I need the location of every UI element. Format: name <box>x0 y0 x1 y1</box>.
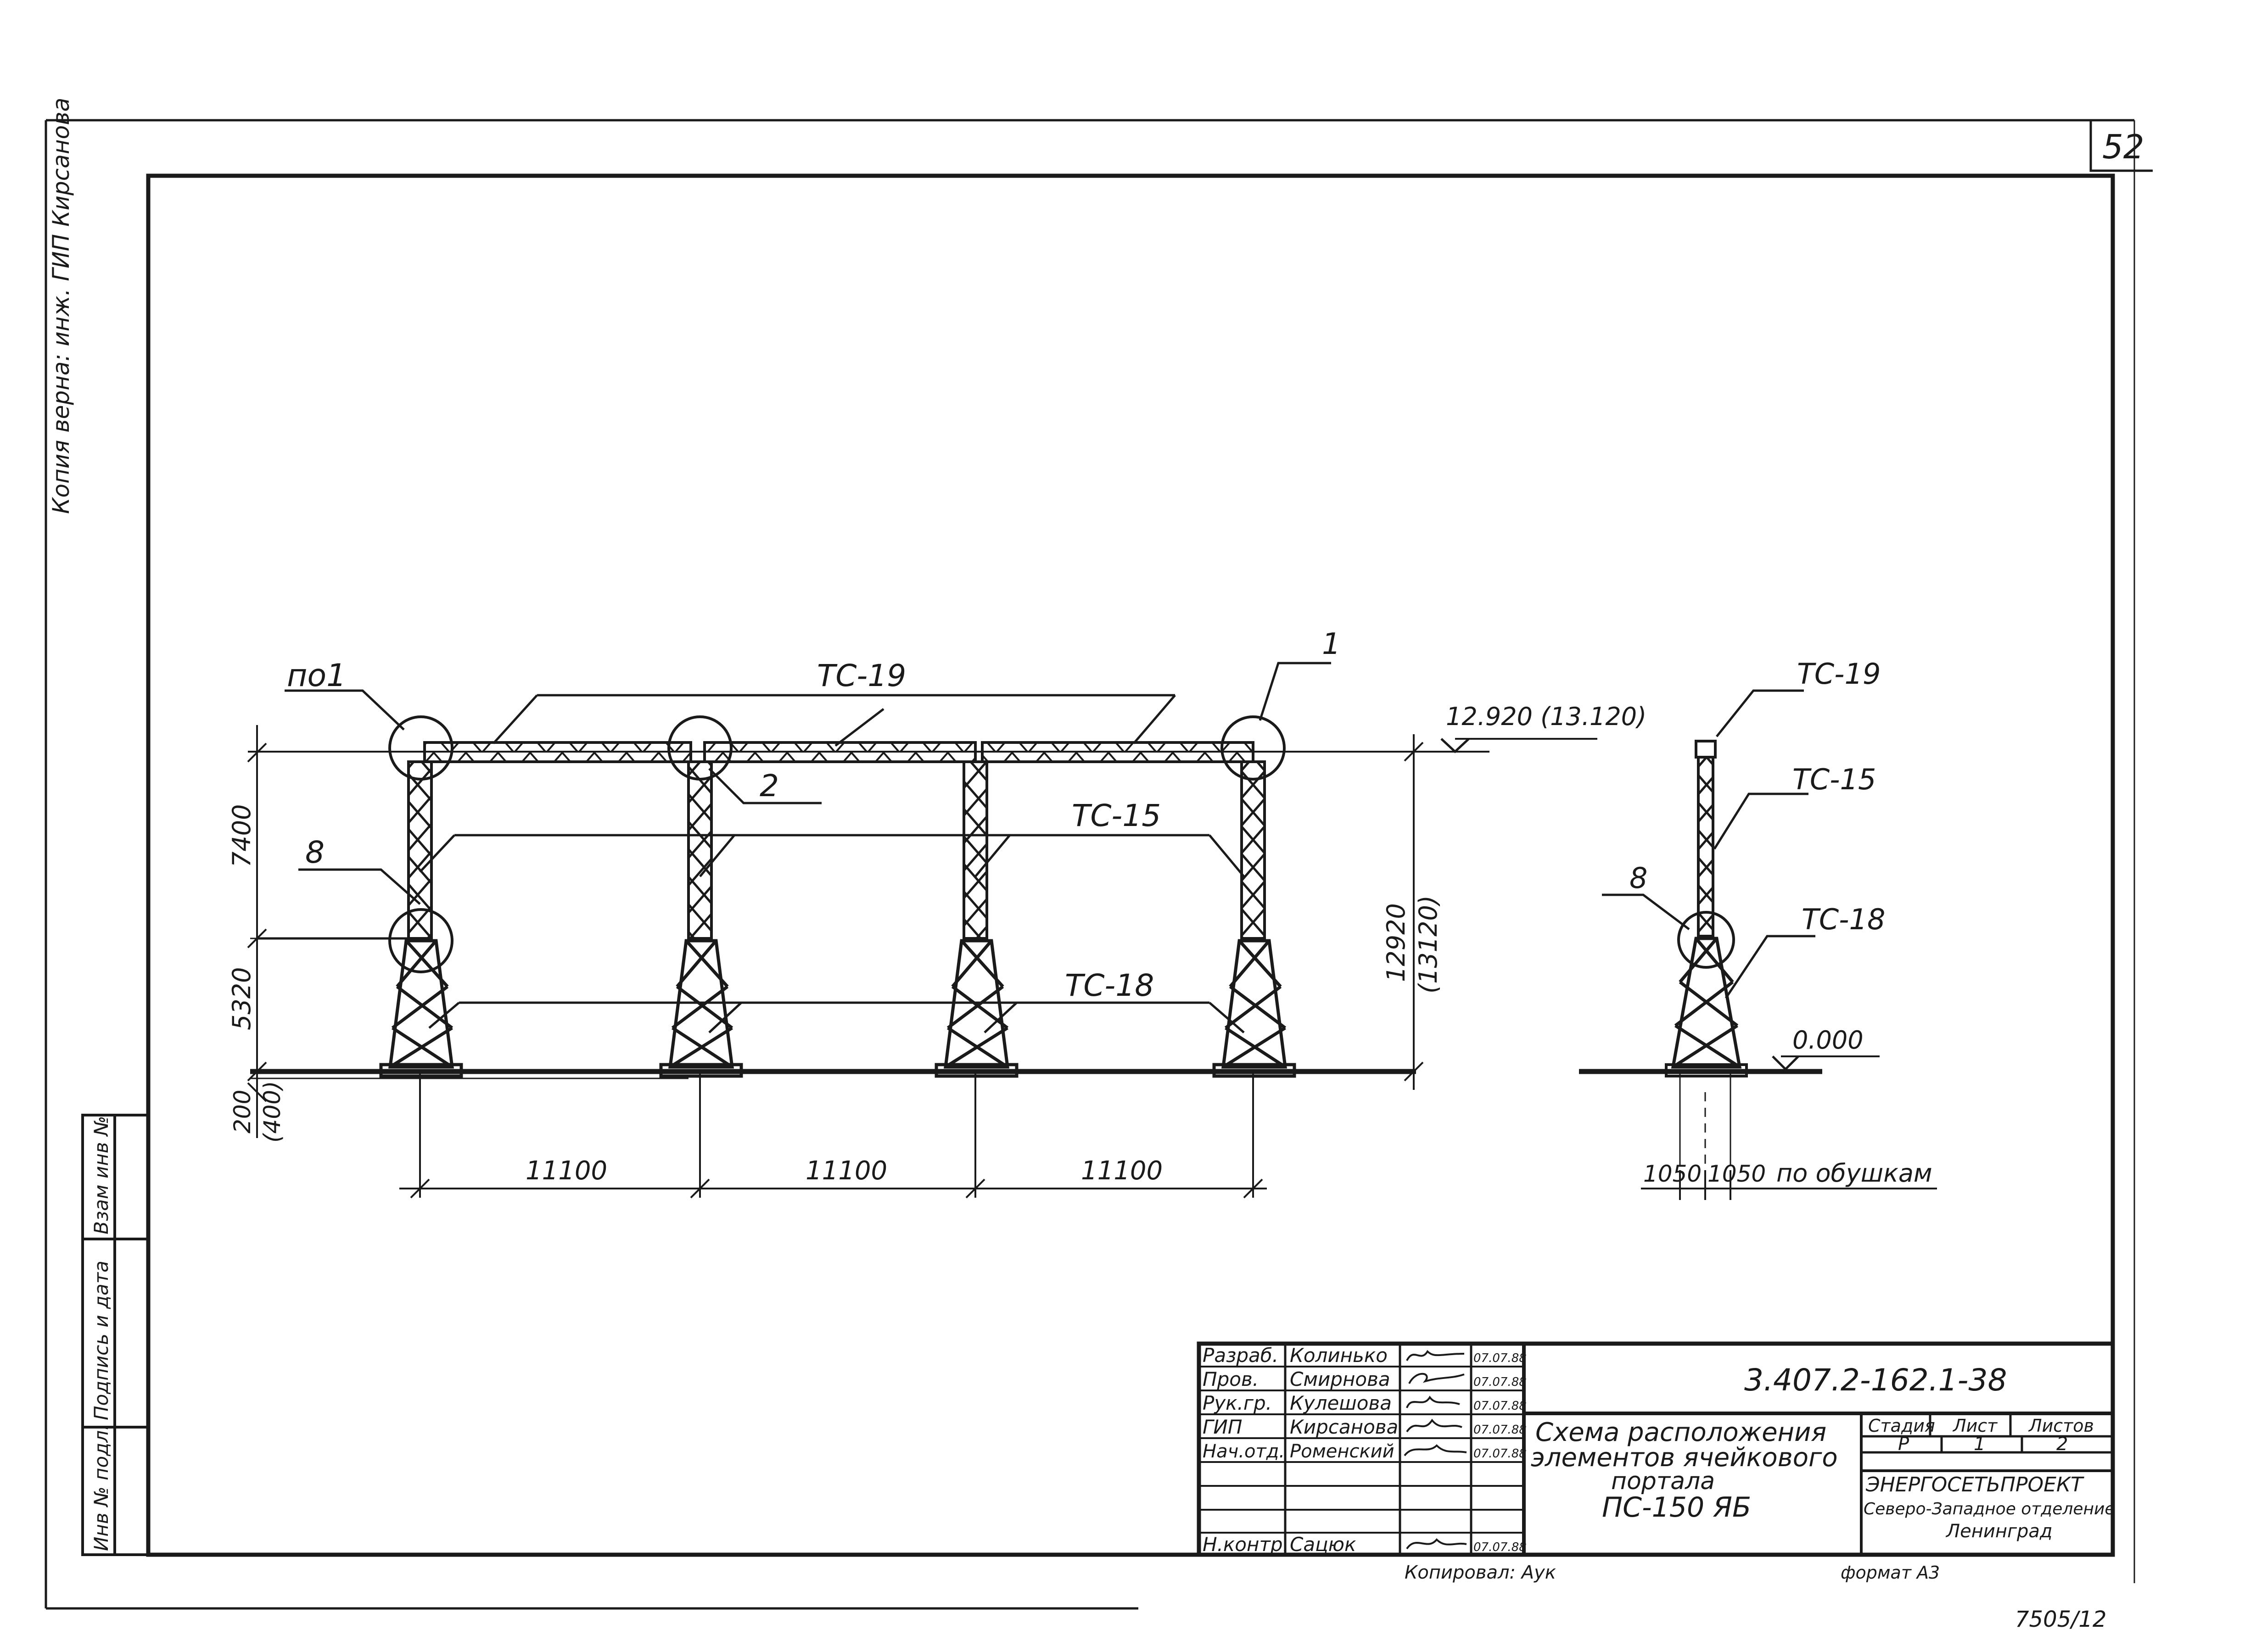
side-dim-right: 1050 <box>1707 1161 1766 1187</box>
label-beam: ТС-19 <box>817 658 906 693</box>
title-line-3: портала <box>1611 1468 1715 1495</box>
staff-role-6: Н.контр. <box>1203 1533 1289 1556</box>
dim-base-alt: (400) <box>259 1081 285 1143</box>
doc-code: 3.407.2-162.1-38 <box>1744 1362 2007 1398</box>
side-label-upper-column: ТС-15 <box>1792 763 1876 796</box>
replace-inv-label: Взам инв № <box>90 1116 112 1234</box>
staff-name-5: Роменский <box>1290 1441 1394 1462</box>
title-line-4: ПС-150 ЯБ <box>1602 1491 1751 1524</box>
title-line-2: элементов ячейкового <box>1531 1443 1838 1473</box>
label-lower-column: ТС-18 <box>1065 968 1154 1003</box>
sheets-header: Листов <box>2028 1416 2094 1436</box>
stage-header: Стадия <box>1868 1416 1935 1436</box>
side-label-node-8: 8 <box>1629 861 1647 895</box>
side-ground-elevation: 0.000 <box>1792 1026 1864 1055</box>
signatures <box>1404 1350 1467 1550</box>
title-line-1: Схема расположения <box>1535 1418 1826 1447</box>
staff-date-4: 07.07.88 <box>1473 1423 1527 1437</box>
side-view <box>1579 689 1937 1200</box>
dim-right <box>1404 734 1597 1090</box>
label-node-right: 1 <box>1322 627 1341 661</box>
stage-value: Р <box>1898 1434 1909 1455</box>
archive-number: 7505/12 <box>2015 1607 2106 1632</box>
staff-table: Разраб. Колинько 07.07.88 Пров. Смирнова… <box>1203 1344 1527 1556</box>
staff-date-1: 07.07.88 <box>1473 1351 1527 1365</box>
sign-date-label: Подпись и дата <box>90 1261 112 1420</box>
label-node-1: по1 <box>287 658 346 694</box>
staff-name-3: Кулешова <box>1290 1392 1392 1414</box>
org-line-3: Ленинград <box>1945 1521 2053 1542</box>
side-dim-left: 1050 <box>1643 1161 1702 1187</box>
dim-base: 200 <box>229 1090 256 1133</box>
staff-role-4: ГИП <box>1203 1416 1242 1438</box>
staff-name-1: Колинько <box>1290 1344 1388 1367</box>
left-strip <box>81 1114 150 1556</box>
staff-date-3: 07.07.88 <box>1473 1399 1527 1413</box>
dim-left <box>247 725 267 1138</box>
detail-circles <box>388 715 1286 973</box>
org-line-1: ЭНЕРГОСЕТЬПРОЕКТ <box>1865 1473 2084 1496</box>
staff-name-2: Смирнова <box>1290 1368 1390 1390</box>
label-node-8: 8 <box>305 835 325 870</box>
dim-lower: 5320 <box>227 967 256 1030</box>
label-upper-column: ТС-15 <box>1072 798 1161 833</box>
copy-note: Копия верна: инж. ГИП Кирсанова <box>48 98 74 514</box>
staff-date-6: 07.07.88 <box>1473 1540 1527 1554</box>
lower-trestles <box>379 939 1296 1078</box>
staff-role-5: Нач.отд. <box>1203 1441 1285 1462</box>
dim-total-alt: (13120) <box>1414 895 1443 993</box>
staff-role-3: Рук.гр. <box>1203 1392 1272 1414</box>
sheet-frame <box>45 119 2153 1610</box>
leaders <box>257 662 1331 1033</box>
staff-name-6: Сацюк <box>1290 1533 1356 1556</box>
sheets-value: 2 <box>2056 1434 2068 1455</box>
dim-spans <box>399 1072 1267 1199</box>
staff-name-4: Кирсанова <box>1290 1416 1398 1438</box>
staff-role-2: Пров. <box>1203 1368 1259 1390</box>
upper-columns <box>407 760 1266 940</box>
staff-date-5: 07.07.88 <box>1473 1447 1527 1461</box>
beam-segments <box>423 741 1254 763</box>
page-number: 52 <box>2102 128 2144 166</box>
inv-no-label: Инв № подл. <box>90 1424 112 1551</box>
sheet-value: 1 <box>1974 1434 1985 1455</box>
elevation-top: 12.920 (13.120) <box>1446 702 1646 731</box>
dim-total: 12920 <box>1382 903 1411 982</box>
side-label-beam: ТС-19 <box>1797 657 1881 691</box>
dim-span-3: 11100 <box>1081 1156 1163 1186</box>
side-dim-note: по обушкам <box>1776 1159 1932 1188</box>
staff-date-2: 07.07.88 <box>1473 1375 1527 1389</box>
title-block <box>1197 1341 2115 1557</box>
side-label-lower-column: ТС-18 <box>1802 903 1885 936</box>
copied-by: Копировал: Аук <box>1405 1562 1556 1583</box>
dim-span-2: 11100 <box>806 1156 887 1186</box>
label-node-2: 2 <box>760 768 779 804</box>
org-line-2: Северо-Западное отделение <box>1864 1500 2115 1518</box>
dim-span-1: 11100 <box>526 1156 607 1186</box>
front-view <box>247 662 1597 1199</box>
dim-upper: 7400 <box>227 804 256 867</box>
staff-role-1: Разраб. <box>1203 1344 1278 1367</box>
sheet-header: Лист <box>1952 1416 1998 1436</box>
format-note: формат А3 <box>1841 1563 1940 1583</box>
